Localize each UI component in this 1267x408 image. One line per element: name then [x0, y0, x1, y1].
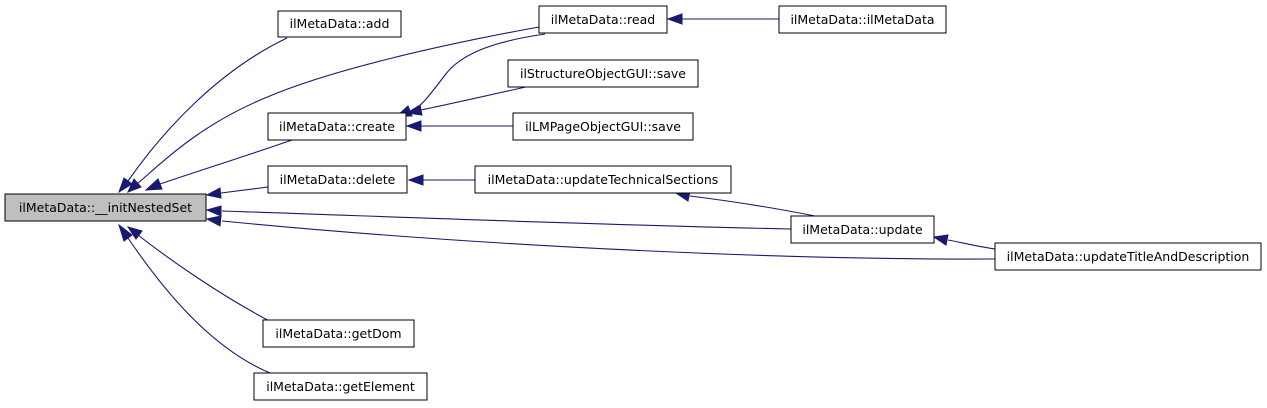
node-label-create: ilMetaData::create [279, 119, 395, 134]
node-label-getelement: ilMetaData::getElement [266, 379, 415, 394]
node-label-add: ilMetaData::add [290, 16, 390, 31]
edge-updatetitleanddescription-to-initnestedset [205, 215, 996, 260]
node-delete[interactable]: ilMetaData::delete [267, 165, 408, 194]
node-update[interactable]: ilMetaData::update [790, 215, 935, 244]
edge-updatetitleanddescription-to-update [932, 234, 996, 250]
node-label-updatetechnicalsections: ilMetaData::updateTechnicalSections [488, 172, 719, 187]
node-add[interactable]: ilMetaData::add [277, 10, 402, 38]
node-ilmetadata[interactable]: ilMetaData::ilMetaData [778, 5, 947, 34]
node-label-updatetitleanddescription: ilMetaData::updateTitleAndDescription [1007, 249, 1250, 264]
node-label-update: ilMetaData::update [802, 222, 923, 237]
edge-getdom-to-initnestedset [126, 226, 274, 324]
node-getdom[interactable]: ilMetaData::getDom [262, 319, 415, 348]
edge-updatetechnicalsections-to-delete [407, 174, 475, 186]
node-label-ilmetadata: ilMetaData::ilMetaData [790, 12, 934, 27]
node-lmpageobjectgui-save[interactable]: ilLMPageObjectGUI::save [512, 112, 694, 141]
edge-read-to-initnestedset [127, 26, 540, 193]
node-label-delete: ilMetaData::delete [280, 172, 396, 187]
edge-structureobjectgui-save-to-create [405, 85, 531, 116]
node-label-getdom: ilMetaData::getDom [275, 326, 401, 341]
edge-create-to-initnestedset [144, 139, 293, 191]
edge-update-to-initnestedset [205, 205, 792, 230]
nodes: ilMetaData::__initNestedSet ilMetaData::… [4, 5, 1262, 401]
node-label-lmpageobjectgui-save: ilLMPageObjectGUI::save [525, 119, 681, 134]
node-label-structureobjectgui-save: ilStructureObjectGUI::save [520, 66, 686, 81]
node-label-initnestedset: ilMetaData::__initNestedSet [19, 200, 192, 215]
node-read[interactable]: ilMetaData::read [538, 5, 668, 34]
node-updatetechnicalsections[interactable]: ilMetaData::updateTechnicalSections [474, 165, 732, 194]
node-initnestedset[interactable]: ilMetaData::__initNestedSet [4, 193, 207, 222]
node-label-read: ilMetaData::read [551, 12, 655, 27]
edge-ilmetadata-to-read [666, 13, 779, 25]
node-create[interactable]: ilMetaData::create [267, 112, 407, 141]
edge-update-to-updatetechnicalsections [674, 190, 816, 217]
node-updatetitleanddescription[interactable]: ilMetaData::updateTitleAndDescription [994, 242, 1262, 271]
edge-getelement-to-initnestedset [118, 223, 276, 376]
edges [118, 13, 996, 376]
edge-lmpageobjectgui-save-to-create [405, 120, 513, 132]
edge-delete-to-initnestedset [205, 186, 269, 199]
node-getelement[interactable]: ilMetaData::getElement [253, 372, 428, 401]
edge-add-to-initnestedset [118, 37, 288, 194]
node-structureobjectgui-save[interactable]: ilStructureObjectGUI::save [507, 59, 699, 88]
